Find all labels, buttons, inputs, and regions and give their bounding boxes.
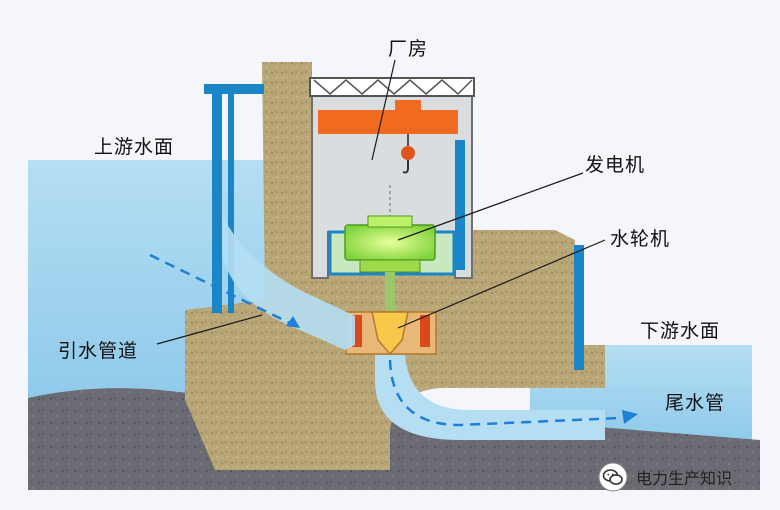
intake-gate-pier [212,88,222,313]
crane-hook-block [401,146,415,160]
watermark-text: 电力生产知识 [636,469,733,488]
draft-tube-flow-arrow [388,359,621,427]
draft-tube-channel [375,355,605,440]
powerhouse-leader [371,59,396,161]
generator-leader [397,172,584,241]
generator [344,224,436,261]
watermark: 电力生产知识 [598,462,732,492]
powerhouse-roof [309,77,475,97]
crane-trolley [395,100,421,110]
label-upstream-surface: 上游水面 [94,136,175,158]
generator-top [367,215,413,228]
penstock-leader [156,314,263,345]
label-turbine: 水轮机 [610,228,671,250]
label-penstock: 引水管道 [58,340,139,362]
turbine-runner [371,311,409,356]
powerhouse-frame-right [455,140,465,270]
guide-vane-right [420,315,430,347]
overhead-crane [318,110,458,134]
label-downstream-surface: 下游水面 [640,320,721,342]
guide-vane-left [352,315,362,347]
draft-tube-arrowhead [622,410,638,424]
penstock-arrowhead [286,316,300,328]
wechat-icon [598,462,628,492]
turbine-leader [397,239,606,329]
label-draft-tube: 尾水管 [665,392,726,414]
turbine-shaft [385,272,395,312]
label-generator: 发电机 [585,154,646,176]
roof-truss [313,79,473,96]
tailrace-gate-pier [574,245,584,370]
intake-gate-post [228,88,234,313]
generator-base [359,259,421,273]
label-powerhouse: 厂房 [388,38,429,60]
crane-hook [402,160,409,174]
penstock-flow-arrow [149,253,301,330]
penstock-channel [222,215,355,350]
